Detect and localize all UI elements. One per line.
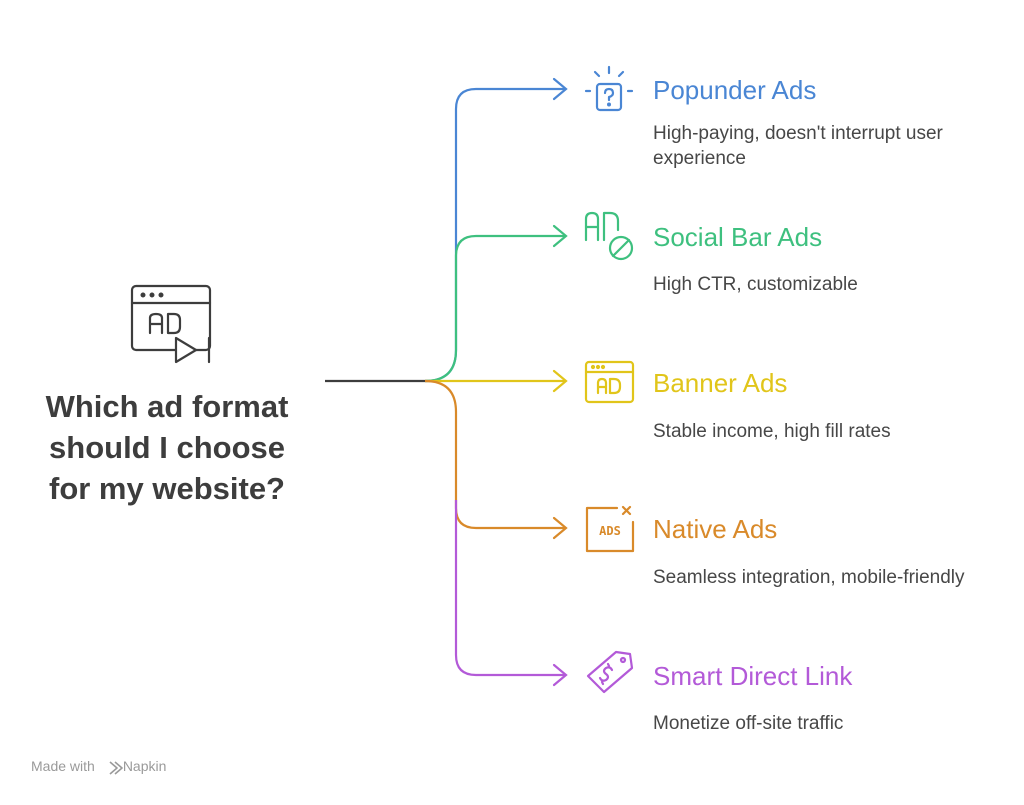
- arrowhead-smart-link: [552, 663, 568, 687]
- question-line-3: for my website?: [49, 471, 285, 506]
- central-question: Which ad format should I choose for my w…: [20, 386, 314, 509]
- made-with-label: Made with: [31, 758, 95, 774]
- question-line-2: should I choose: [49, 430, 285, 465]
- option-desc-popunder: High-paying, doesn't interrupt user expe…: [653, 123, 943, 169]
- popunder-question-icon: [584, 65, 634, 112]
- branch-line-native: [424, 379, 566, 530]
- branch-line-smart-link: [454, 500, 566, 677]
- option-title-banner: Banner Ads: [653, 368, 788, 398]
- option-title-smart-link: Smart Direct Link: [653, 661, 853, 691]
- branch-line-social-bar: [424, 234, 566, 383]
- option-desc-banner: Stable income, high fill rates: [653, 421, 891, 442]
- option-desc-smart-link: Monetize off-site traffic: [653, 713, 844, 734]
- napkin-logo-icon: [109, 761, 123, 775]
- question-line-1: Which ad format: [45, 389, 289, 424]
- native-ads-box-icon: ADS: [585, 505, 635, 553]
- price-tag-icon: [586, 650, 634, 694]
- option-title-native: Native Ads: [653, 514, 778, 544]
- ad-blocked-icon: [584, 211, 634, 261]
- banner-ad-window-icon: [584, 360, 635, 404]
- svg-text:ADS: ADS: [599, 524, 621, 538]
- arrowhead-popunder: [552, 77, 568, 101]
- ad-video-window-icon: [130, 284, 212, 364]
- arrowhead-social-bar: [552, 224, 568, 248]
- option-desc-social-bar: High CTR, customizable: [653, 274, 858, 295]
- arrowhead-native: [552, 516, 568, 540]
- option-title-social-bar: Social Bar Ads: [653, 222, 823, 252]
- footer-attribution: Made with Napkin: [31, 758, 166, 774]
- arrowhead-banner: [552, 369, 568, 393]
- napkin-brand: Napkin: [122, 758, 167, 774]
- option-desc-native: Seamless integration, mobile-friendly: [653, 567, 965, 588]
- option-title-popunder: Popunder Ads: [653, 75, 817, 105]
